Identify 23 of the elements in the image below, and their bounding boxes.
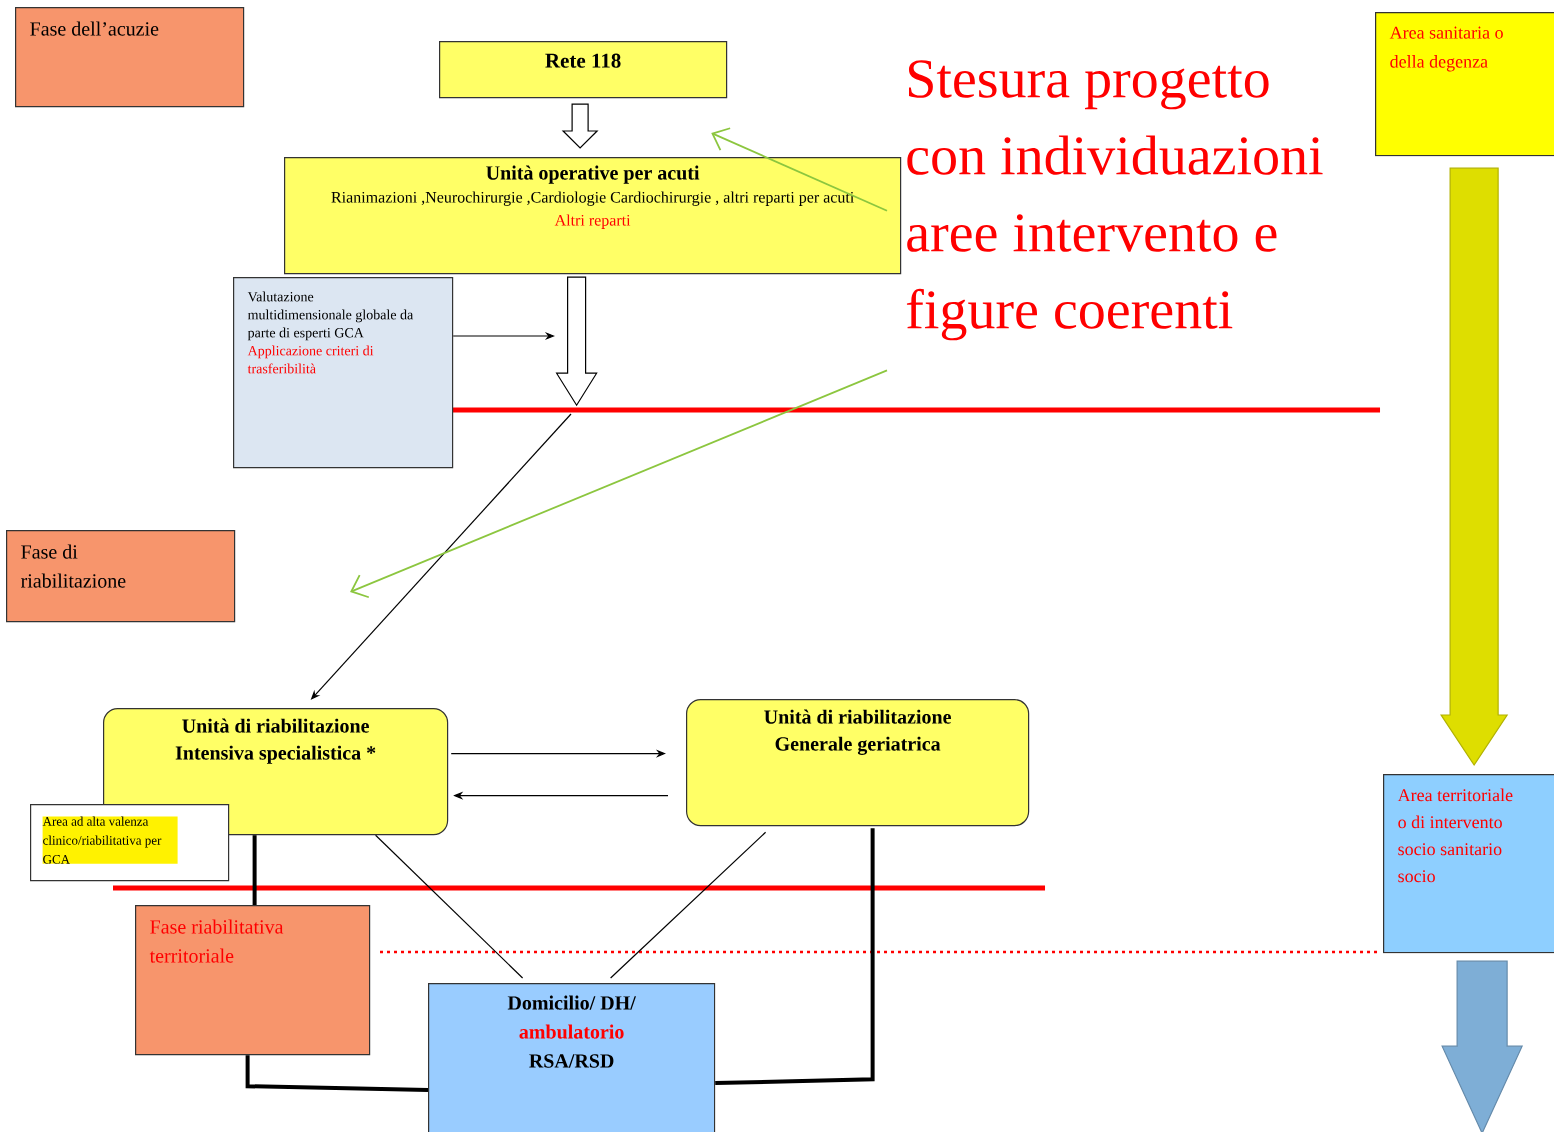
- assessment-box: Valutazione multidimensionale globale da parte di esperti GCA Applicazione criteri di trasferibilità: [233, 277, 454, 469]
- process-box: Rete 118: [439, 41, 728, 99]
- note-box: Area ad alta valenza clinico/riabilitativa per GCA: [30, 804, 230, 882]
- connector-line: [610, 831, 767, 979]
- connector-line: [375, 834, 524, 979]
- phase-box: Fase riabilitativa territoriale: [135, 905, 371, 1056]
- connector-line: [715, 828, 875, 1086]
- callout-text: Stesura progetto con individuazioni aree intervento e figure coerenti: [906, 60, 1323, 341]
- area-box: Area territoriale o di intervento socio sanitario socio: [1383, 774, 1554, 954]
- process-box: Unità operative per acuti Rianimazioni ,Neurochirurgie ,Cardiologie Cardiochirurgie , altri reparti per acuti Altri reparti: [284, 157, 902, 275]
- block-arrow: [555, 276, 598, 407]
- area-box: Area sanitaria o della degenza: [1375, 12, 1554, 157]
- block-arrow: [1441, 960, 1524, 1132]
- phase-box: Fase dell’acuzie: [15, 7, 245, 108]
- connector-line: [252, 835, 257, 905]
- process-box: Domicilio/ DH/ ambulatorio RSA/RSD: [428, 983, 716, 1132]
- leader-arrow: [350, 369, 888, 599]
- phase-box: Fase di riabilitazione: [6, 530, 236, 623]
- leader-arrow: [711, 127, 888, 212]
- block-arrow: [561, 103, 599, 149]
- process-box: Unità di riabilitazione Generale geriatrica: [686, 699, 1030, 827]
- connector-line: [245, 1055, 429, 1093]
- block-arrow: [1440, 167, 1509, 767]
